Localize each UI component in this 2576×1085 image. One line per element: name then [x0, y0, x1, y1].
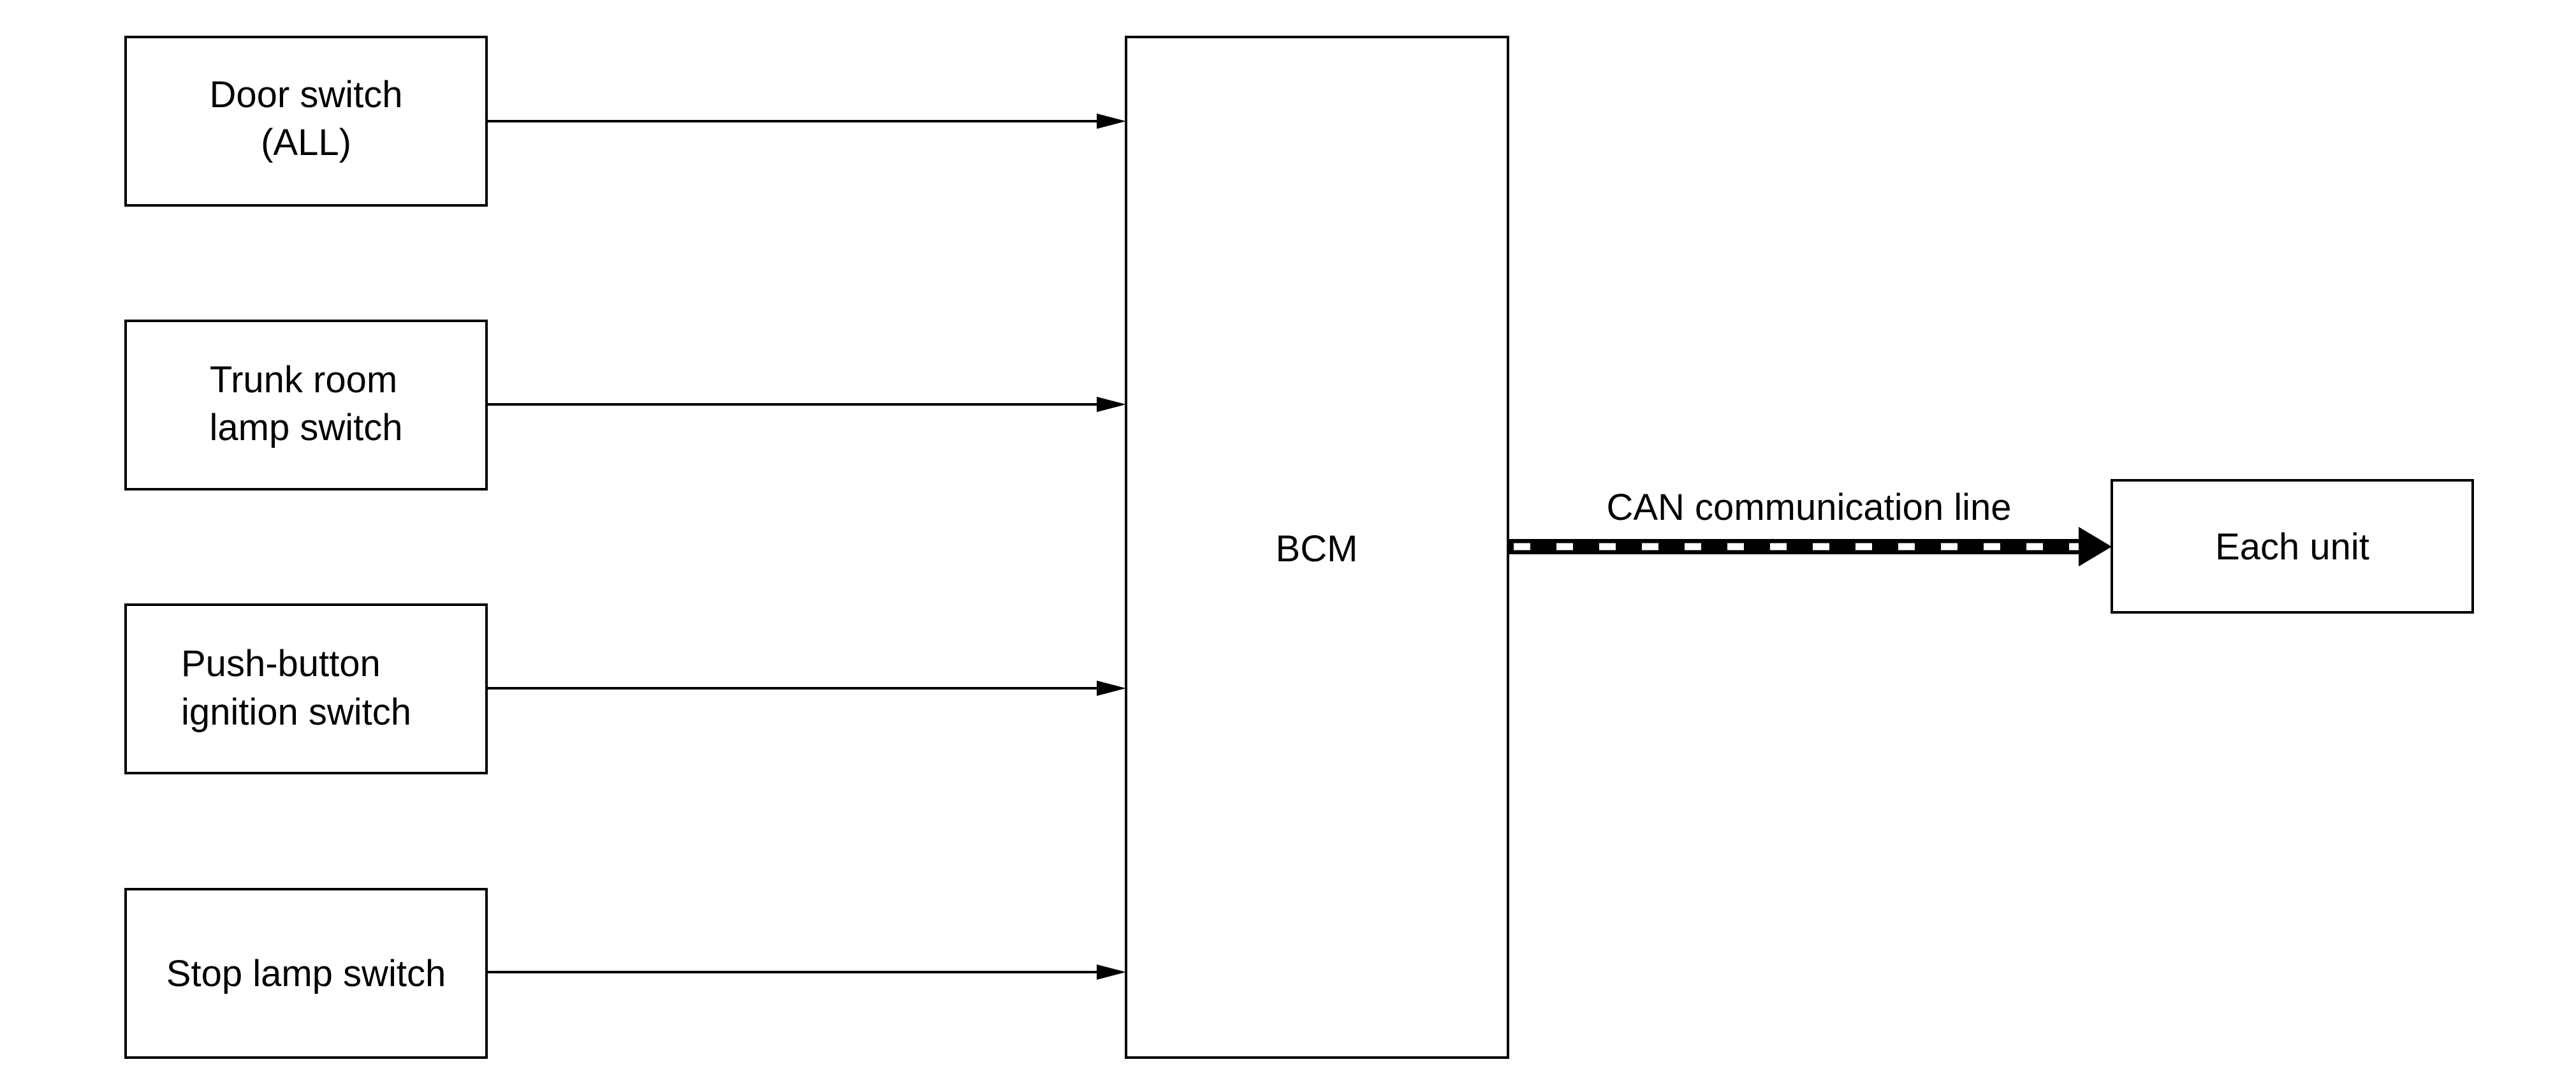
arrowhead-icon	[1097, 964, 1126, 980]
stop-lamp-switch-box: Stop lamp switch	[124, 888, 488, 1059]
trunk-room-lamp-switch-label-line-1: Trunk room	[210, 359, 397, 401]
trunk-room-lamp-switch-label-line-2: lamp switch	[210, 407, 403, 448]
arrowhead-icon	[1097, 114, 1126, 129]
stop-lamp-switch-label: Stop lamp switch	[166, 953, 446, 994]
arrowhead-icon	[1097, 681, 1126, 696]
bcm-box: BCM	[1125, 36, 1509, 1059]
door-switch-label-line-2: (ALL)	[261, 122, 351, 163]
input-connector-trunk-room-lamp-switch	[487, 397, 1126, 412]
can-communication-line: CAN communication line	[1508, 487, 2112, 566]
each-unit-label: Each unit	[2215, 526, 2369, 568]
arrowhead-icon	[1097, 397, 1126, 412]
can-line-label: CAN communication line	[1606, 487, 2011, 528]
door-switch-box: Door switch (ALL)	[124, 36, 488, 207]
push-button-ignition-switch-label-line-2: ignition switch	[181, 691, 411, 733]
push-button-ignition-switch-label-line-1: Push-button	[181, 643, 381, 684]
door-switch-label-line-1: Door switch	[210, 74, 403, 115]
input-connector-stop-lamp-switch	[487, 964, 1126, 980]
can-arrowhead-icon	[2079, 527, 2112, 566]
each-unit-box: Each unit	[2111, 479, 2474, 614]
input-connector-push-button-ignition-switch	[487, 681, 1126, 696]
push-button-ignition-switch-box: Push-button ignition switch	[124, 603, 488, 774]
input-connector-door-switch	[487, 114, 1126, 129]
trunk-room-lamp-switch-box: Trunk room lamp switch	[124, 320, 488, 491]
bcm-label: BCM	[1276, 528, 1358, 570]
